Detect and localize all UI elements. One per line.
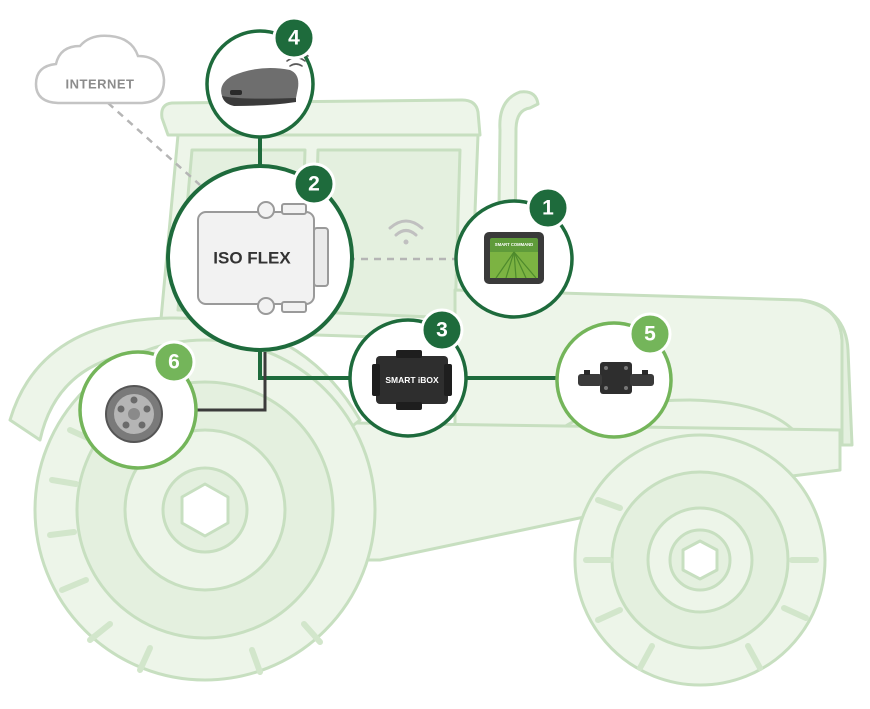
node-6-badge: 6 bbox=[168, 351, 180, 374]
iso-flex-module-icon bbox=[197, 201, 329, 315]
smart-ibox-label: SMART iBOX bbox=[385, 375, 439, 385]
iso-flex-label: ISO FLEX bbox=[213, 249, 291, 268]
node-4-antenna: 4 bbox=[205, 16, 316, 139]
isoflex-ibox-link bbox=[258, 350, 355, 380]
node-2-badge: 2 bbox=[308, 173, 320, 196]
node-1-badge: 1 bbox=[542, 197, 554, 220]
node-5-sensor: 5 bbox=[555, 312, 673, 439]
cloud-icon bbox=[34, 34, 166, 105]
node-2-iso-flex: ISO FLEX 2 bbox=[166, 162, 354, 352]
node-1-terminal: SMART COMMAND 1 bbox=[454, 186, 574, 319]
iso-socket-icon bbox=[105, 385, 163, 443]
smart-ibox-icon bbox=[372, 350, 452, 410]
node-3-badge: 3 bbox=[436, 319, 448, 342]
wifi-icon bbox=[388, 219, 424, 245]
node-5-badge: 5 bbox=[644, 323, 656, 346]
internet-label: INTERNET bbox=[66, 77, 135, 92]
sensor-module-icon bbox=[578, 362, 654, 394]
connection-lines bbox=[107, 102, 560, 412]
isoflex-socket-link bbox=[196, 352, 267, 412]
terminal-display-icon: SMART COMMAND bbox=[484, 232, 544, 284]
node-3-smart-ibox: SMART iBOX 3 bbox=[348, 308, 468, 438]
node-6-socket: 6 bbox=[78, 340, 198, 470]
node-4-badge: 4 bbox=[288, 27, 300, 50]
terminal-screen-text: SMART COMMAND bbox=[495, 242, 533, 247]
internet-cloud: INTERNET bbox=[34, 34, 166, 105]
antenna-receiver-icon bbox=[221, 50, 309, 106]
